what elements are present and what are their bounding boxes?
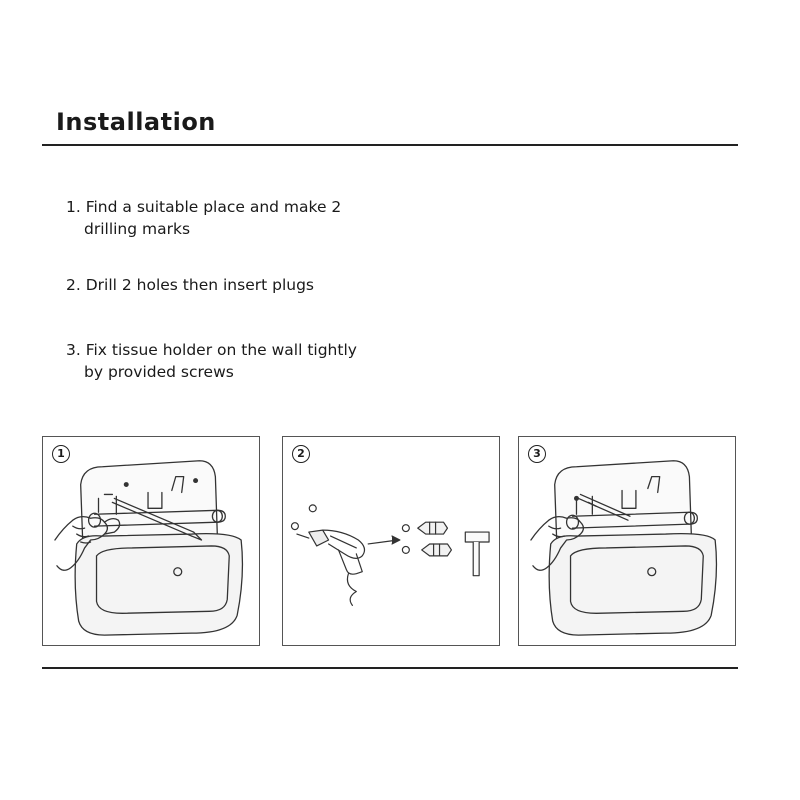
marking-holder-on-wall-illustration (54, 460, 244, 636)
illustration-panel-3: 3 (518, 436, 736, 646)
step-2: 2. Drill 2 holes then insert plugs (66, 274, 486, 296)
drill-plugs-hammer-illustration (290, 504, 490, 606)
panel-2-number: 2 (292, 445, 310, 463)
illustration-panel-1: 1 (42, 436, 260, 646)
panel-3-number: 3 (528, 445, 546, 463)
step-1-line-1: 1. Find a suitable place and make 2 (66, 198, 342, 216)
panel-1-number: 1 (52, 445, 70, 463)
step-3-line-1: 3. Fix tissue holder on the wall tightly (66, 341, 357, 359)
step-3: 3. Fix tissue holder on the wall tightly… (66, 339, 486, 383)
step-3-line-2: by provided screws (84, 363, 234, 381)
step-1-line-2: drilling marks (84, 220, 191, 238)
top-divider (42, 144, 738, 146)
page-title: Installation (56, 108, 216, 136)
bottom-divider (42, 667, 738, 669)
step-2-line-1: 2. Drill 2 holes then insert plugs (66, 276, 314, 294)
step-1: 1. Find a suitable place and make 2 dril… (66, 196, 486, 240)
screwing-holder-illustration (530, 460, 718, 636)
illustration-panel-2: 2 (282, 436, 500, 646)
